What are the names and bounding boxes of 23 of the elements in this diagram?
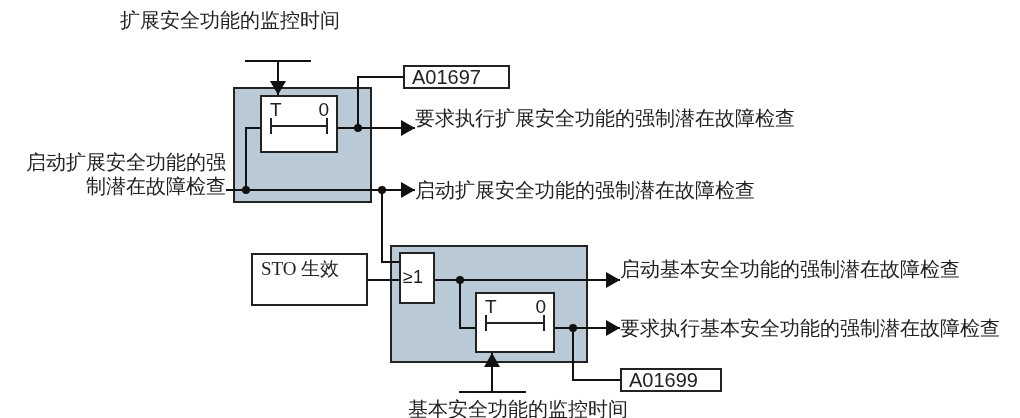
or-gate: ≥1 <box>399 252 435 304</box>
alarm-code-box: A01697 <box>403 65 510 89</box>
timer-box <box>475 292 555 353</box>
arrow <box>484 352 500 393</box>
timer-box <box>260 95 338 153</box>
connector-line <box>434 279 476 329</box>
signal-label: 要求执行基本安全功能的强制潜在故障检查 <box>620 316 1020 340</box>
signal-label: 要求执行扩展安全功能的强制潜在故障检查 <box>415 106 800 156</box>
time-label: 扩展安全功能的监控时间 <box>120 8 345 61</box>
arrow <box>270 60 286 96</box>
signal-label: 启动扩展安全功能的强制潜在故障检查 <box>415 178 835 202</box>
timer-label: T <box>485 296 497 318</box>
signal-label: 启动扩展安全功能的强制潜在故障检查 <box>10 150 226 202</box>
function-block <box>390 245 588 363</box>
alarm-code-box: A01699 <box>620 368 722 392</box>
signal-label: 启动基本安全功能的强制潜在故障检查 <box>620 257 1000 281</box>
function-block <box>233 87 372 203</box>
time-label: 基本安全功能的监控时间 <box>408 392 633 418</box>
signal-box: STO 生效 <box>251 253 368 306</box>
timer-label: 0 <box>535 296 546 318</box>
connector-line <box>367 279 400 281</box>
timer-label: 0 <box>318 99 329 121</box>
timer-label: T <box>270 99 282 121</box>
